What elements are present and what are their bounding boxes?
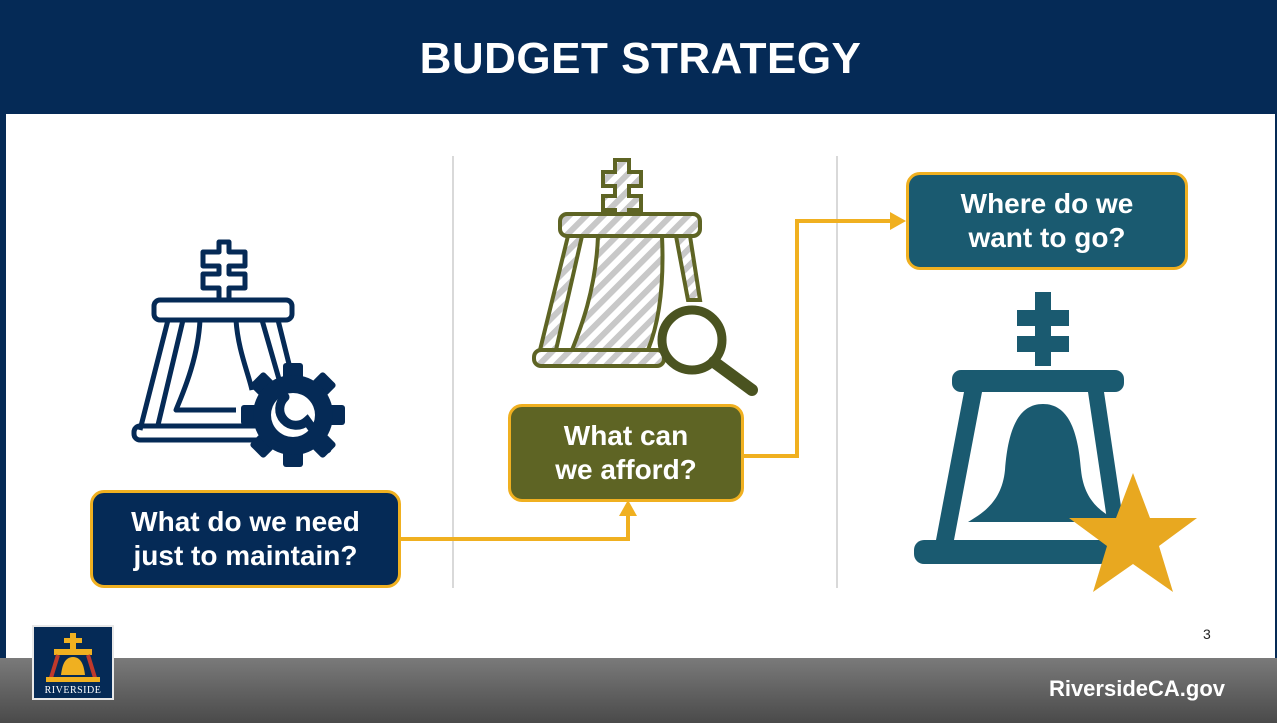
callout-goal: Where do we want to go?: [906, 172, 1188, 270]
callout-maintain-line2: just to maintain?: [133, 540, 358, 571]
slide-right-edge: [1275, 0, 1277, 723]
city-logo-icon: RIVERSIDE: [32, 625, 114, 700]
column-divider-left: [452, 156, 454, 588]
callout-goal-line2: want to go?: [968, 222, 1126, 253]
title-bar: BUDGET STRATEGY: [6, 0, 1275, 114]
connector-arrow-1: [401, 500, 637, 541]
logo-text: RIVERSIDE: [44, 685, 102, 696]
logo-bell-icon: [46, 633, 100, 682]
bell-magnifier-icon: [532, 158, 703, 368]
bell-star-icon: [914, 292, 1126, 564]
callout-afford: What can we afford?: [508, 404, 744, 502]
gear-icon: [241, 363, 345, 467]
callout-afford-line1: What can: [563, 420, 689, 451]
slide-left-edge: [0, 0, 6, 723]
column-divider-right: [836, 156, 838, 588]
footer-bar: [0, 658, 1277, 723]
star-icon: [1069, 473, 1197, 592]
callout-afford-line2: we afford?: [555, 454, 697, 485]
page-number: 3: [1203, 626, 1211, 642]
slide-title: BUDGET STRATEGY: [419, 34, 862, 83]
callout-maintain: What do we need just to maintain?: [90, 490, 401, 588]
callout-maintain-line1: What do we need: [131, 506, 360, 537]
connector-arrow-2: [744, 212, 906, 458]
footer-url[interactable]: RiversideCA.gov: [1048, 676, 1225, 701]
magnifier-icon: [657, 305, 758, 396]
callout-goal-line1: Where do we: [960, 188, 1134, 219]
